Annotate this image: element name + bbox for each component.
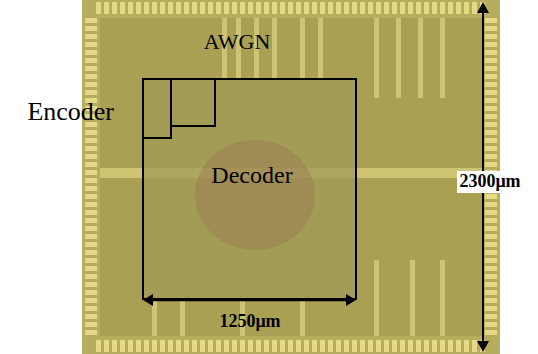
- region-box: AWGN: [170, 78, 216, 127]
- dimension-label: 1250μm: [219, 312, 280, 332]
- region-label: Encoder: [27, 98, 114, 127]
- region-label: Decoder: [211, 162, 292, 188]
- region-box: Encoder: [142, 78, 172, 139]
- dimension-label: 2300μm: [457, 171, 522, 193]
- region-label: AWGN: [204, 30, 271, 54]
- region-box: Decoder EncoderAWGN: [142, 78, 357, 300]
